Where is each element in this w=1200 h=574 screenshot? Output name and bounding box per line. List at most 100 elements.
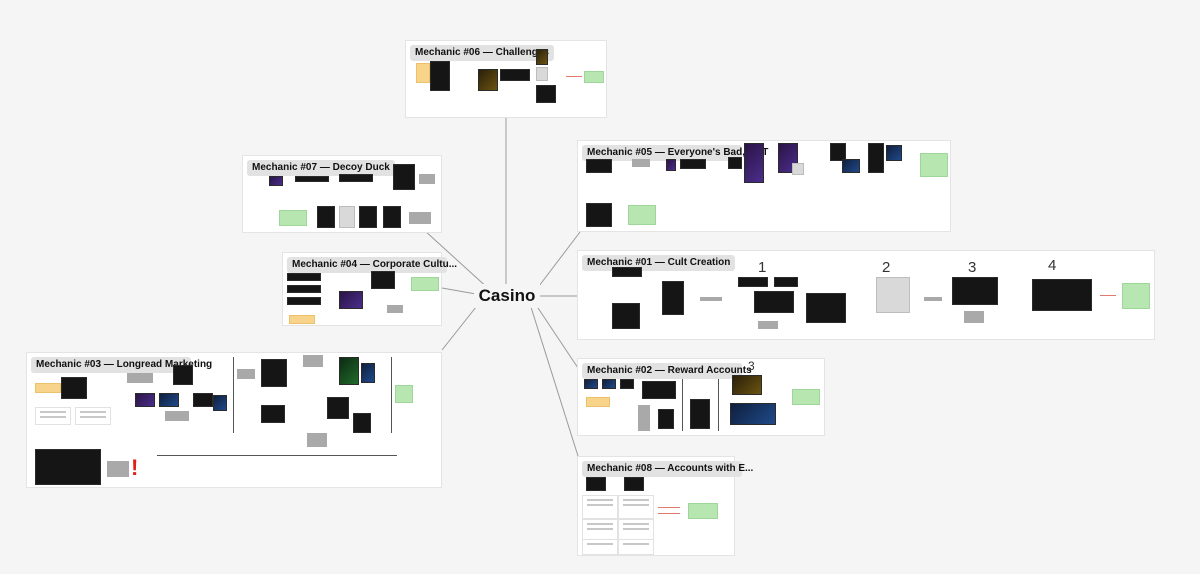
screenshot-thumbnail: [732, 375, 762, 395]
screenshot-thumbnail: [287, 285, 321, 293]
screenshot-thumbnail: [536, 49, 548, 65]
frame-mechanic-06[interactable]: Mechanic #06 — Challenges: [405, 40, 607, 118]
text-block: [638, 405, 650, 431]
frame-mechanic-03[interactable]: Mechanic #03 — Longread Marketing !: [26, 352, 442, 488]
sticky-note: [792, 389, 820, 405]
text-block: [632, 159, 650, 167]
frame-title: Mechanic #03 — Longread Marketing: [31, 357, 212, 373]
frame-mechanic-05[interactable]: Mechanic #05 — Everyone's Bad, BUT: [577, 140, 951, 232]
sticky-note: [1122, 283, 1150, 309]
frame-title: Mechanic #08 — Accounts with E...: [582, 461, 753, 477]
sticky-note: [279, 210, 307, 226]
screenshot-thumbnail: [744, 143, 764, 183]
screenshot-thumbnail: [317, 206, 335, 228]
connector-m02: [533, 301, 579, 369]
text-block: [700, 297, 722, 301]
screenshot-thumbnail: [536, 67, 548, 81]
frame-title: Mechanic #07 — Decoy Duck: [247, 160, 395, 176]
sticky-note: [411, 277, 439, 291]
text-block: [107, 461, 129, 477]
text-block: [924, 297, 942, 301]
screenshot-thumbnail: [173, 365, 193, 385]
sticky-note: [920, 153, 948, 177]
screenshot-thumbnail: [774, 277, 798, 287]
sticky-note: [688, 503, 718, 519]
screenshot-thumbnail: [193, 393, 213, 407]
divider-line: [718, 379, 719, 431]
screenshot-thumbnail: [159, 393, 179, 407]
screenshot-thumbnail: [586, 477, 606, 491]
flow-arrow: [1100, 295, 1116, 296]
screenshot-thumbnail: [353, 413, 371, 433]
tweet-card: [618, 495, 654, 519]
flow-arrow: [658, 507, 680, 508]
frame-mechanic-04[interactable]: Mechanic #04 — Corporate Cultu...: [282, 252, 457, 326]
screenshot-thumbnail: [612, 303, 640, 329]
screenshot-thumbnail: [339, 357, 359, 385]
text-block: [307, 433, 327, 447]
divider-line: [682, 379, 683, 431]
frame-mechanic-07[interactable]: Mechanic #07 — Decoy Duck: [242, 155, 442, 233]
screenshot-thumbnail: [666, 159, 676, 171]
screenshot-thumbnail: [730, 403, 776, 425]
tweet-card: [582, 519, 618, 541]
frame-title: Mechanic #06 — Challenges: [410, 45, 554, 61]
flow-arrow: [566, 76, 582, 77]
text-block: [165, 411, 189, 421]
screenshot-thumbnail: [584, 379, 598, 389]
frame-title: Mechanic #05 — Everyone's Bad, BUT: [582, 145, 768, 161]
screenshot-thumbnail: [842, 159, 860, 173]
screenshot-thumbnail: [287, 297, 321, 305]
divider-line: [157, 455, 397, 456]
screenshot-thumbnail: [339, 174, 373, 182]
screenshot-thumbnail: [1032, 279, 1092, 311]
screenshot-thumbnail: [383, 206, 401, 228]
screenshot-thumbnail: [536, 85, 556, 103]
screenshot-thumbnail: [738, 277, 768, 287]
tweet-card: [618, 539, 654, 555]
screenshot-thumbnail: [658, 409, 674, 429]
screenshot-thumbnail: [500, 69, 530, 81]
tweet-screenshot: [35, 449, 101, 485]
tweet-card: [582, 495, 618, 519]
screenshot-thumbnail: [359, 206, 377, 228]
screenshot-thumbnail: [327, 397, 349, 419]
connector-m03: [441, 301, 481, 351]
screenshot-thumbnail: [754, 291, 794, 313]
text-block: [419, 174, 435, 184]
text-block: [758, 321, 778, 329]
screenshot-thumbnail: [662, 281, 684, 315]
screenshot-thumbnail: [478, 69, 498, 91]
screenshot-thumbnail: [261, 359, 287, 387]
text-block: [387, 305, 403, 313]
frame-title: Mechanic #01 — Cult Creation: [582, 255, 736, 271]
frame-mechanic-01[interactable]: Mechanic #01 — Cult Creation 1 2 3 4: [577, 250, 1155, 340]
central-topic[interactable]: Casino: [474, 284, 540, 308]
screenshot-thumbnail: [213, 395, 227, 411]
tweet-card: [618, 519, 654, 541]
step-number: 4: [1048, 257, 1057, 274]
frame-mechanic-02[interactable]: Mechanic #02 — Reward Accounts 3: [577, 358, 825, 436]
screenshot-thumbnail: [261, 405, 285, 423]
text-block: [409, 212, 431, 224]
sticky-note: [395, 385, 413, 403]
sticky-note: [628, 205, 656, 225]
screenshot-thumbnail: [886, 145, 902, 161]
screenshot-thumbnail: [680, 159, 706, 169]
screenshot-thumbnail: [728, 157, 742, 169]
text-block: [237, 369, 255, 379]
step-number: 2: [882, 259, 891, 276]
frame-mechanic-08[interactable]: Mechanic #08 — Accounts with E...: [577, 456, 753, 556]
screenshot-thumbnail: [690, 399, 710, 429]
divider-line: [233, 357, 234, 433]
screenshot-thumbnail: [830, 143, 846, 161]
screenshot-thumbnail: [612, 267, 642, 277]
screenshot-thumbnail: [430, 61, 450, 91]
screenshot-thumbnail: [61, 377, 87, 399]
screenshot-thumbnail: [361, 363, 375, 383]
text-block: [964, 311, 984, 323]
screenshot-thumbnail: [287, 273, 321, 281]
screenshot-thumbnail: [371, 271, 395, 289]
alert-mark: !: [131, 455, 139, 480]
